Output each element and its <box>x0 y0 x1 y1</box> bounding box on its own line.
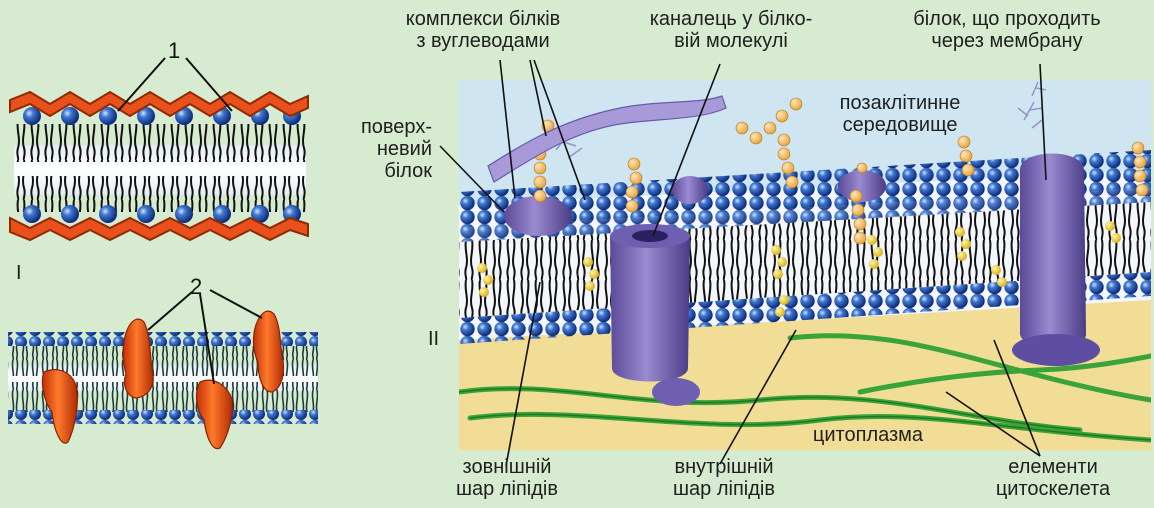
label-line: зовнішній <box>432 456 582 478</box>
label-cytoplasm: цитоплазма <box>788 424 948 446</box>
label-line: елементи <box>968 456 1138 478</box>
label-transmembrane-protein: білок, що проходить через мембрану <box>862 8 1152 52</box>
label-line: каналець у білко- <box>616 8 846 30</box>
marker-2: 2 <box>190 274 202 300</box>
label-line: комплекси білків <box>368 8 598 30</box>
label-line: шар ліпідів <box>432 478 582 500</box>
label-line: шар ліпідів <box>644 478 804 500</box>
label-protein-channel: каналець у білко- вій молекулі <box>616 8 846 52</box>
label-line: поверх- <box>340 116 432 138</box>
label-line: невий <box>340 138 432 160</box>
label-line: цитоскелета <box>968 478 1138 500</box>
panel-i-bottom-membrane <box>8 290 318 449</box>
label-line: з вуглеводами <box>368 30 598 52</box>
label-line: через мембрану <box>862 30 1152 52</box>
label-line: середовище <box>800 114 1000 136</box>
panel-i-top-membrane <box>10 58 308 240</box>
label-extracellular: позаклітинне середовище <box>800 92 1000 136</box>
roman-i: I <box>16 262 22 285</box>
label-inner-lipid-layer: внутрішній шар ліпідів <box>644 456 804 500</box>
label-line: білок <box>340 160 432 182</box>
roman-ii: II <box>428 328 439 351</box>
label-line: білок, що проходить <box>862 8 1152 30</box>
label-line: позаклітинне <box>800 92 1000 114</box>
label-line: вій молекулі <box>616 30 846 52</box>
label-carbohydrate-complexes: комплекси білків з вуглеводами <box>368 8 598 52</box>
label-surface-protein: поверх- невий білок <box>340 116 450 182</box>
label-line: внутрішній <box>644 456 804 478</box>
label-outer-lipid-layer: зовнішній шар ліпідів <box>432 456 582 500</box>
marker-1: 1 <box>168 38 180 64</box>
label-cytoskeleton: елементи цитоскелета <box>968 456 1138 500</box>
